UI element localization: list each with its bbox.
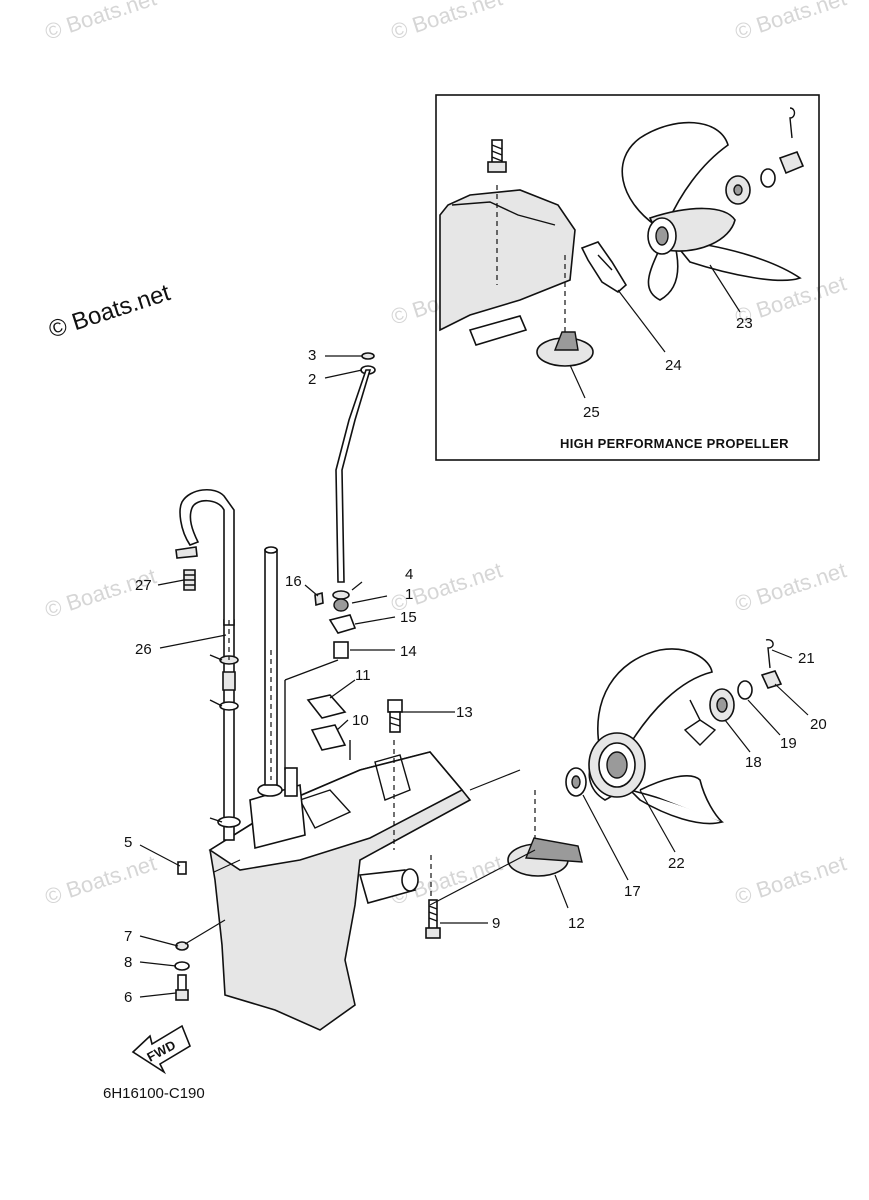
callout-27: 27 bbox=[135, 577, 152, 594]
callout-19: 19 bbox=[780, 735, 797, 752]
watermark: © Boats.net bbox=[732, 557, 849, 616]
lower-casing bbox=[208, 751, 472, 1031]
callout-1: 1 bbox=[405, 586, 413, 603]
callout-20: 20 bbox=[810, 716, 827, 733]
watermark: © Boats.net bbox=[732, 850, 849, 909]
dowel-5 bbox=[177, 861, 187, 875]
callout-23: 23 bbox=[736, 315, 753, 332]
callout-4: 4 bbox=[405, 566, 413, 583]
inset-nut bbox=[778, 150, 805, 175]
diagram-code: 6H16100-C190 bbox=[103, 1085, 205, 1102]
callout-14: 14 bbox=[400, 643, 417, 660]
callout-6: 6 bbox=[124, 989, 132, 1006]
watermark: © Boats.net bbox=[388, 0, 505, 45]
watermark: © Boats.net bbox=[732, 0, 849, 45]
inset-spacer bbox=[760, 168, 776, 188]
callout-26: 26 bbox=[135, 641, 152, 658]
callout-22: 22 bbox=[668, 855, 685, 872]
callout-18: 18 bbox=[745, 754, 762, 771]
callout-11: 11 bbox=[355, 667, 371, 684]
trim-tab-anode-25 bbox=[536, 255, 594, 367]
watermark: © Boats.net bbox=[42, 0, 159, 45]
inset-frame bbox=[435, 94, 820, 461]
bolt-9 bbox=[425, 899, 441, 939]
watermark: © Boats.net bbox=[42, 850, 159, 909]
callout-9: 9 bbox=[492, 915, 500, 932]
callout-7: 7 bbox=[124, 928, 132, 945]
grommet-11 bbox=[306, 694, 347, 719]
trim-tab-12 bbox=[507, 837, 583, 877]
callout-24: 24 bbox=[665, 357, 682, 374]
inset-gearcase bbox=[439, 189, 576, 332]
callout-17: 17 bbox=[624, 883, 641, 900]
inset-bolt bbox=[487, 139, 507, 173]
callout-2: 2 bbox=[308, 371, 316, 388]
high-performance-propeller-inset: 23 24 25 HIGH PERFORMANCE PROPELLER bbox=[435, 94, 820, 461]
nut-20 bbox=[760, 670, 783, 689]
callout-12: 12 bbox=[568, 915, 585, 932]
callout-10: 10 bbox=[352, 712, 369, 729]
callout-5: 5 bbox=[124, 834, 132, 851]
fwd-arrow-icon: FWD bbox=[131, 1024, 191, 1075]
callout-15: 15 bbox=[400, 609, 417, 626]
callout-16: 16 bbox=[285, 573, 302, 590]
lower-unit-assembly: 3 2 4 16 1 15 14 27 26 11 10 13 21 20 19… bbox=[103, 347, 827, 1102]
water-tube-26 bbox=[175, 489, 241, 841]
brand-label: © Boats.net bbox=[46, 279, 174, 344]
washer-19 bbox=[737, 680, 753, 700]
bolt-13 bbox=[387, 699, 403, 733]
callout-8: 8 bbox=[124, 954, 132, 971]
propeller-23 bbox=[621, 121, 802, 301]
callout-25: 25 bbox=[583, 404, 600, 421]
thrust-washer-17 bbox=[565, 767, 587, 797]
grommet-10 bbox=[310, 724, 347, 751]
washer-8 bbox=[174, 961, 190, 971]
inset-cotter-pin bbox=[789, 107, 796, 139]
callouts: 3 2 4 16 1 15 14 27 26 11 10 13 21 20 19… bbox=[124, 347, 827, 1006]
leader-lines bbox=[139, 355, 809, 998]
propeller-22 bbox=[588, 648, 725, 825]
spacer-24 bbox=[580, 241, 628, 293]
callout-21: 21 bbox=[798, 650, 815, 667]
inset-title: HIGH PERFORMANCE PROPELLER bbox=[560, 436, 789, 451]
bolt-6 bbox=[175, 974, 189, 1001]
cotter-pin-21 bbox=[765, 639, 774, 669]
shift-rod-2 bbox=[314, 352, 376, 659]
callout-3: 3 bbox=[308, 347, 316, 364]
callout-13: 13 bbox=[456, 704, 473, 721]
drive-shaft bbox=[264, 546, 278, 786]
